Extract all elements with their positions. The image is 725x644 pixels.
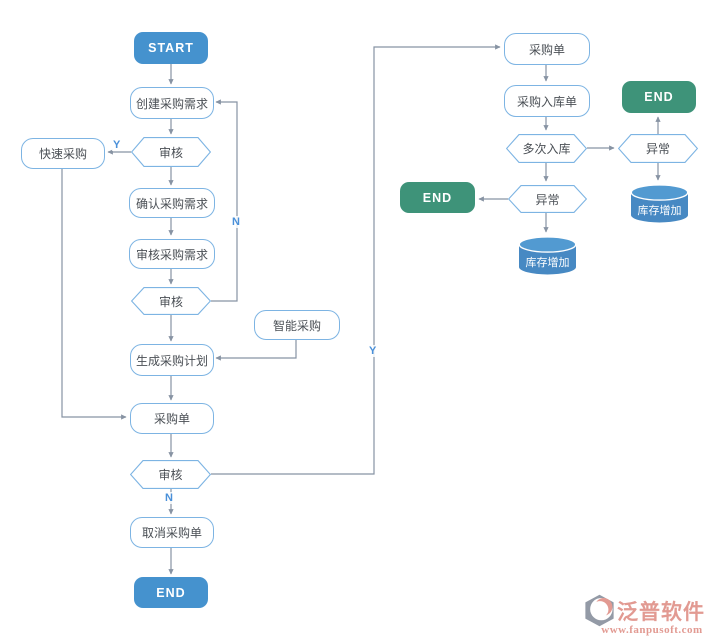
node-review-2-label: 审核: [158, 294, 183, 309]
node-multi-entry: 多次入库: [506, 134, 587, 163]
node-cancel-order: 取消采购单: [130, 517, 214, 548]
edge-review3-po-right: [211, 44, 501, 475]
node-end-right-left: END: [400, 182, 475, 213]
hexagon-shape: [130, 460, 211, 489]
node-stock-increase-right-label: 库存增加: [637, 205, 682, 217]
node-review-1-label: 审核: [158, 145, 183, 160]
edge-label-review3-yes: Y: [368, 345, 378, 357]
node-smart-purchase: 智能采购: [254, 310, 340, 340]
node-review-3-label: 审核: [158, 468, 183, 482]
node-abnormal-center: 异常: [508, 185, 587, 213]
node-abnormal-right: 异常: [618, 134, 698, 163]
brand-url: www.fanpusoft.com: [601, 624, 703, 636]
node-review-1: 审核: [131, 137, 211, 167]
hexagon-shape: [131, 287, 211, 315]
node-stock-increase-right: 库存增加: [630, 184, 689, 224]
edge-label-review2-no: N: [231, 216, 241, 228]
node-review-2: 审核: [131, 287, 211, 315]
node-review-3: 审核: [130, 460, 211, 489]
database-cylinder-icon: [518, 236, 577, 275]
node-purchase-order: 采购单: [130, 403, 214, 434]
node-review-demand: 审核采购需求: [129, 239, 215, 269]
brand-watermark: 泛普软件 www.fanpusoft.com: [583, 594, 721, 636]
hexagon-shape: [131, 137, 211, 167]
node-create-demand: 创建采购需求: [130, 87, 214, 119]
edge-quick-po: [61, 167, 127, 420]
database-cylinder-icon: [630, 184, 689, 223]
node-stock-increase-center: 库存增加: [518, 236, 577, 276]
hexagon-shape: [508, 185, 587, 213]
edge-label-review3-no: N: [164, 492, 174, 504]
node-multi-entry-label: 多次入库: [522, 142, 571, 156]
edge-review2-create-loop: [211, 99, 238, 302]
node-end-right-top: END: [622, 81, 696, 113]
node-abnormal-right-label: 异常: [645, 142, 670, 156]
node-confirm-demand: 确认采购需求: [129, 188, 215, 218]
node-stock-increase-center-label: 库存增加: [525, 257, 570, 269]
fanpu-logo-icon: [585, 594, 614, 627]
node-abnormal-center-label: 异常: [535, 192, 560, 207]
node-generate-plan: 生成采购计划: [130, 344, 214, 376]
node-warehouse-entry: 采购入库单: [504, 85, 590, 117]
node-end-left: END: [134, 577, 208, 608]
node-start: START: [134, 32, 208, 64]
node-purchase-order-right: 采购单: [504, 33, 590, 65]
hexagon-shape: [506, 134, 587, 163]
edge-smart-generate: [215, 338, 297, 361]
brand-name: 泛普软件: [617, 600, 705, 624]
edge-label-review1-yes: Y: [112, 139, 122, 151]
hexagon-shape: [618, 134, 698, 163]
node-quick-purchase: 快速采购: [21, 138, 105, 169]
